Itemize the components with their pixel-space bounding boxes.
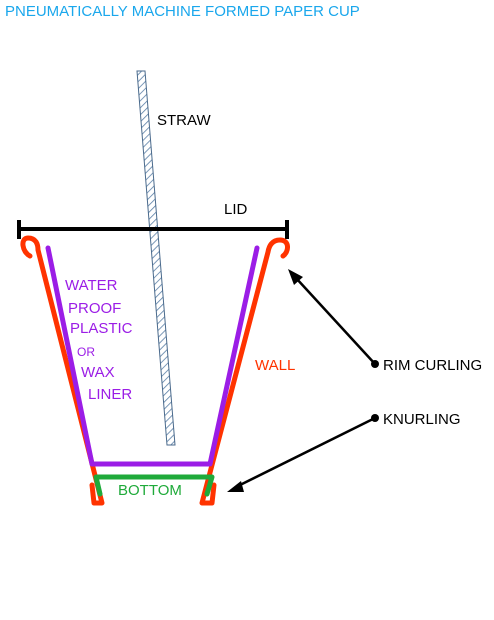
liner-label-line-5: WAX <box>81 364 115 381</box>
straw-shape <box>136 70 176 446</box>
knurling-pointer <box>227 414 379 492</box>
knurling-label: KNURLING <box>383 411 461 428</box>
rim-curling-label: RIM CURLING <box>383 357 482 374</box>
liner-label-line-6: LINER <box>88 386 132 403</box>
rim-curling-pointer <box>288 269 379 368</box>
cup-wall-right <box>199 237 290 506</box>
straw-label: STRAW <box>157 112 211 129</box>
cup-wall-left <box>20 235 105 506</box>
lid-label: LID <box>224 201 248 218</box>
liner-label-line-3: PLASTIC <box>70 320 133 337</box>
bottom-label: BOTTOM <box>118 482 182 499</box>
waterproof-liner <box>45 245 260 467</box>
liner-label-line-4: OR <box>77 345 95 359</box>
diagram-title: PNEUMATICALLY MACHINE FORMED PAPER CUP <box>5 3 360 20</box>
cup-bottom <box>93 474 215 497</box>
liner-label-line-1: WATER <box>65 277 118 294</box>
liner-label-line-2: PROOF <box>68 300 121 317</box>
lid-bar <box>17 220 289 239</box>
wall-label: WALL <box>255 357 295 374</box>
